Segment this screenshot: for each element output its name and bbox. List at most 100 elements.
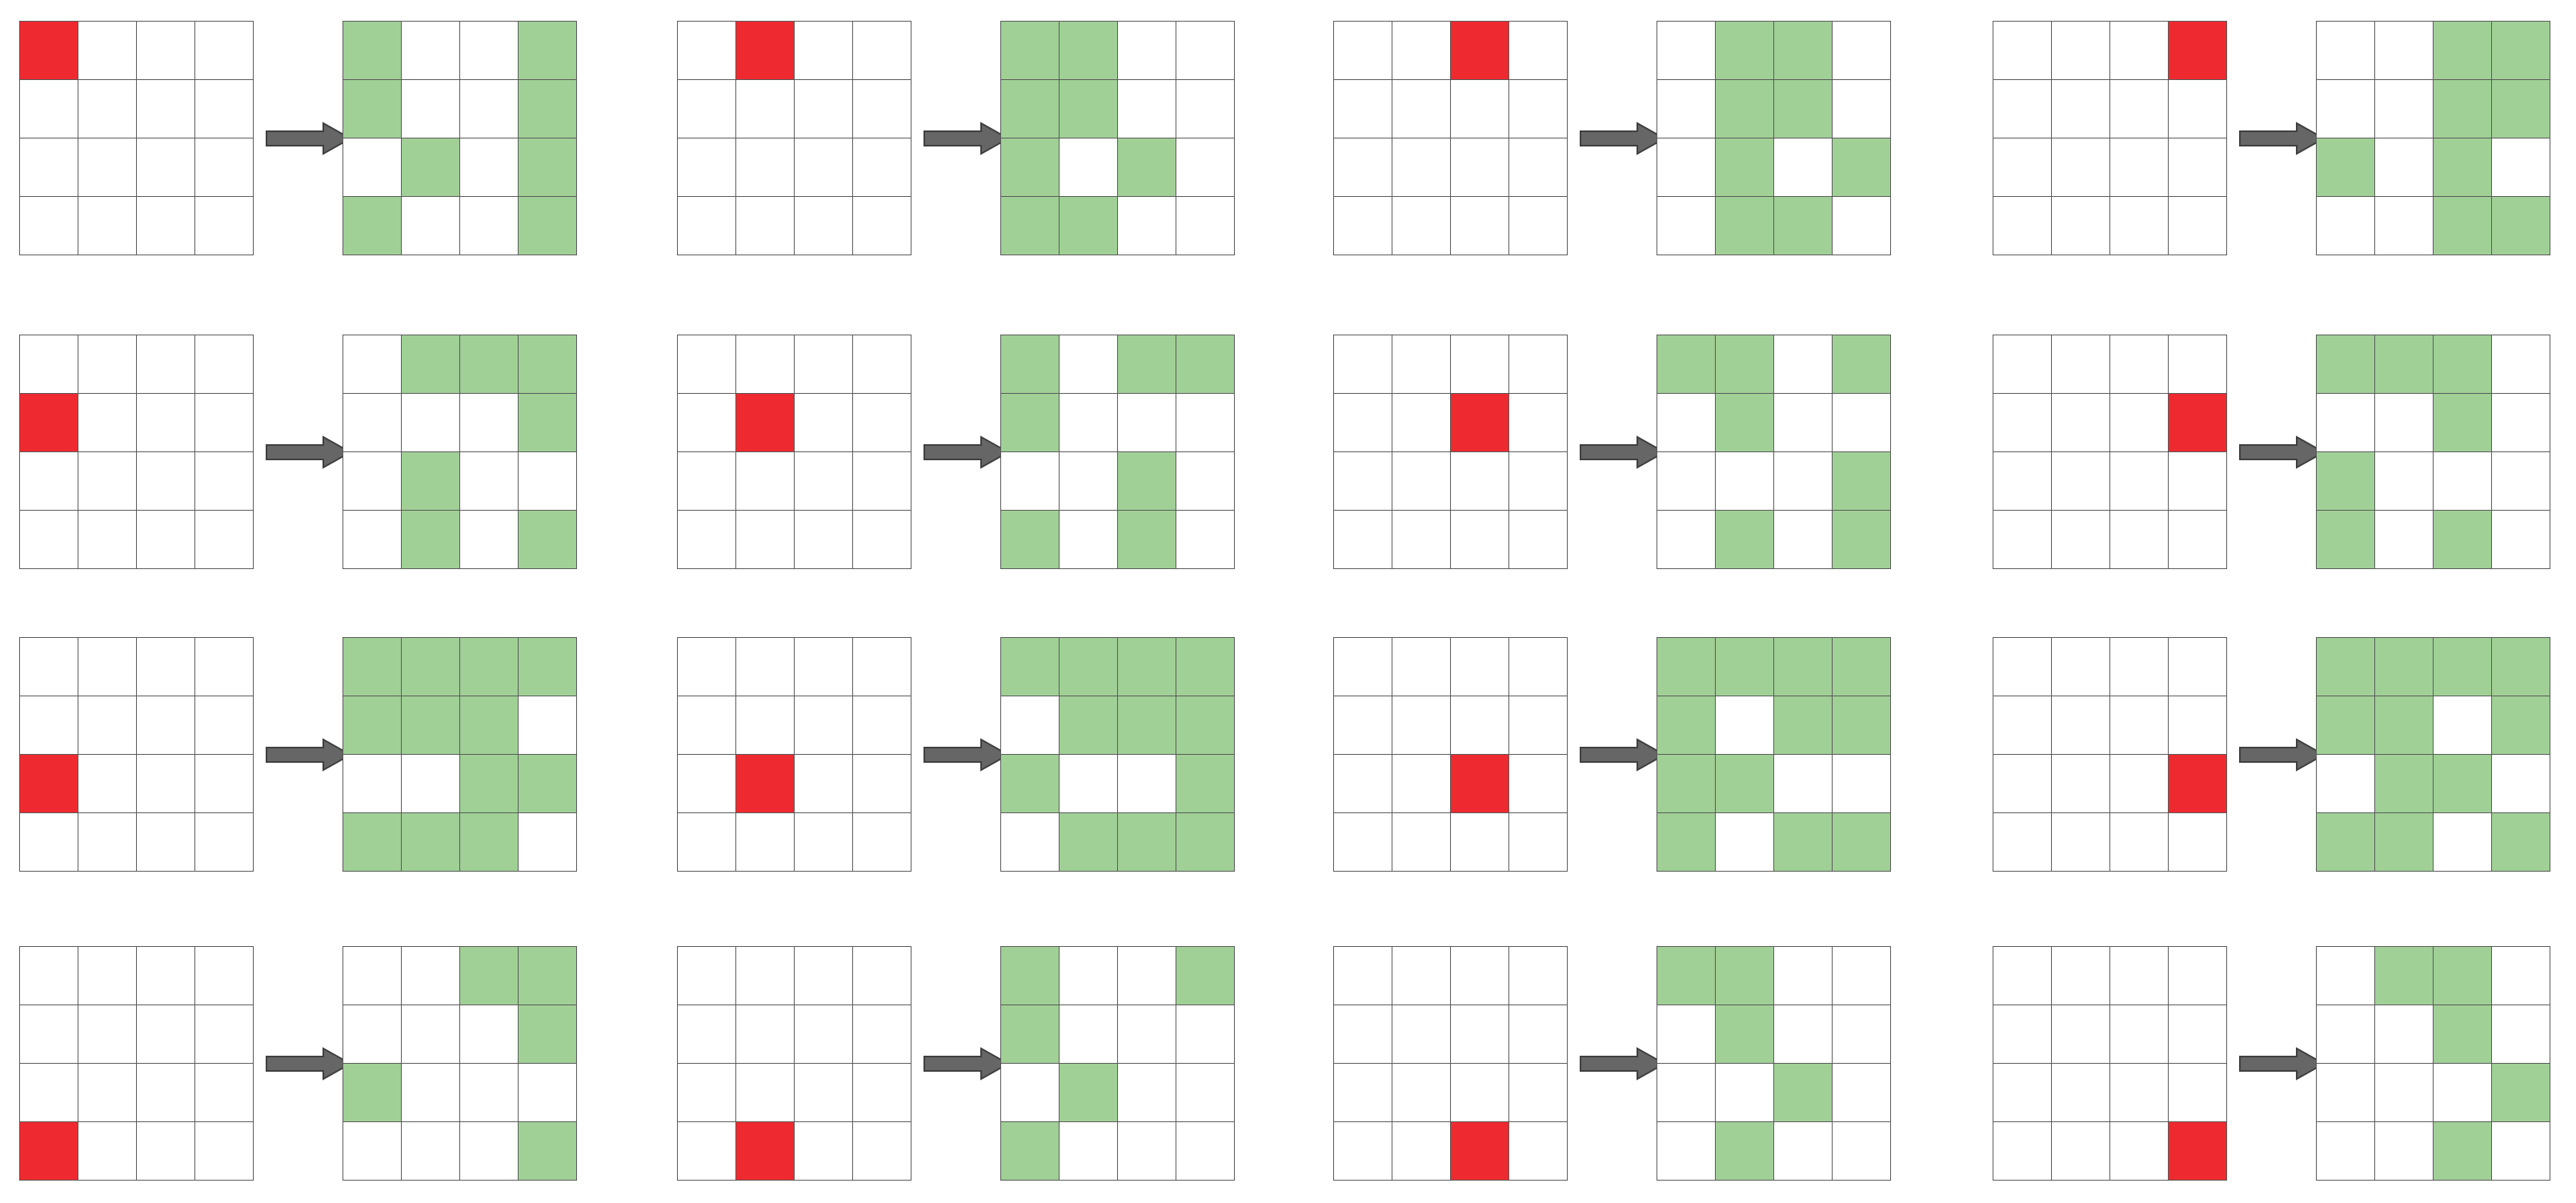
grid-cell	[1176, 22, 1235, 80]
highlighted-cell	[343, 1064, 402, 1122]
grid-cell	[2052, 813, 2110, 872]
grid-cell	[2434, 696, 2492, 755]
grid-cell	[1993, 452, 2052, 511]
highlighted-cell	[2492, 22, 2550, 80]
grid-cell	[519, 1064, 577, 1122]
grid-cell	[1451, 1005, 1509, 1064]
selected-cell	[2169, 1122, 2227, 1181]
grid-cell	[195, 335, 254, 394]
grid-cell	[2110, 1064, 2169, 1122]
grid-cell	[1833, 1064, 1891, 1122]
grid-cell	[460, 511, 519, 569]
grid-cell	[736, 813, 795, 872]
grid-cell	[519, 696, 577, 755]
grid-cell	[460, 394, 519, 452]
grid-cell	[137, 696, 195, 755]
grid-cell	[1509, 1005, 1568, 1064]
grid-cell	[1993, 696, 2052, 755]
highlighted-cell	[1001, 80, 1060, 138]
grid-cell	[1509, 452, 1568, 511]
grid-cell	[853, 1122, 911, 1181]
grid-cell	[1001, 696, 1060, 755]
grid-cell	[137, 755, 195, 813]
source-grid-8	[1993, 335, 2227, 569]
grid-cell	[1509, 22, 1568, 80]
grid-cell	[2052, 755, 2110, 813]
highlighted-cell	[1118, 696, 1176, 755]
highlighted-cell	[2375, 696, 2434, 755]
grid-cell	[1993, 138, 2052, 197]
grid-cell	[1060, 452, 1118, 511]
highlighted-cell	[1716, 511, 1774, 569]
grid-cell	[2317, 947, 2375, 1005]
grid-cell	[1993, 1064, 2052, 1122]
grid-cell	[343, 394, 402, 452]
grid-cell	[1392, 452, 1451, 511]
grid-cell	[2434, 452, 2492, 511]
grid-cell	[2052, 638, 2110, 696]
highlighted-cell	[460, 755, 519, 813]
right-arrow-icon	[2239, 122, 2326, 155]
highlighted-cell	[1118, 511, 1176, 569]
grid-cell	[2492, 335, 2550, 394]
selected-cell	[1451, 755, 1509, 813]
result-grid-12	[2316, 637, 2550, 872]
highlighted-cell	[1060, 813, 1118, 872]
grid-cell	[2052, 197, 2110, 255]
grid-cell	[343, 511, 402, 569]
grid-cell	[1001, 452, 1060, 511]
highlighted-cell	[1118, 335, 1176, 394]
right-arrow-icon	[266, 122, 352, 155]
highlighted-cell	[519, 755, 577, 813]
selected-cell	[20, 22, 78, 80]
grid-cell	[137, 197, 195, 255]
grid-cell	[20, 452, 78, 511]
highlighted-cell	[1774, 813, 1833, 872]
highlighted-cell	[1176, 335, 1235, 394]
selected-cell	[736, 394, 795, 452]
highlighted-cell	[1774, 80, 1833, 138]
grid-cell	[460, 1064, 519, 1122]
grid-cell	[1060, 1005, 1118, 1064]
grid-cell	[1451, 696, 1509, 755]
grid-cell	[1657, 197, 1716, 255]
grid-cell	[2110, 1122, 2169, 1181]
grid-cell	[402, 1005, 460, 1064]
selected-cell	[20, 394, 78, 452]
grid-cell	[1509, 696, 1568, 755]
grid-cell	[2169, 452, 2227, 511]
grid-cell	[2052, 335, 2110, 394]
result-grid-7	[1657, 335, 1891, 569]
selected-cell	[736, 1122, 795, 1181]
grid-cell	[853, 1064, 911, 1122]
result-grid-4	[2316, 21, 2550, 255]
grid-cell	[1001, 1064, 1060, 1122]
grid-cell	[678, 138, 736, 197]
highlighted-cell	[2434, 138, 2492, 197]
result-grid-15	[1657, 946, 1891, 1181]
highlighted-cell	[1833, 138, 1891, 197]
highlighted-cell	[1001, 22, 1060, 80]
grid-cell	[2375, 197, 2434, 255]
grid-cell	[195, 394, 254, 452]
highlighted-cell	[1657, 947, 1716, 1005]
grid-cell	[2052, 1005, 2110, 1064]
grid-cell	[78, 1005, 137, 1064]
highlighted-cell	[1716, 22, 1774, 80]
grid-cell	[195, 638, 254, 696]
grid-cell	[137, 335, 195, 394]
grid-cell	[1118, 1005, 1176, 1064]
highlighted-cell	[460, 335, 519, 394]
highlighted-cell	[519, 22, 577, 80]
grid-cell	[1993, 197, 2052, 255]
grid-cell	[1451, 452, 1509, 511]
grid-cell	[2052, 511, 2110, 569]
highlighted-cell	[2375, 638, 2434, 696]
highlighted-cell	[1001, 947, 1060, 1005]
grid-cell	[853, 452, 911, 511]
highlighted-cell	[1176, 813, 1235, 872]
grid-cell	[78, 813, 137, 872]
grid-cell	[2317, 394, 2375, 452]
grid-cell	[460, 80, 519, 138]
